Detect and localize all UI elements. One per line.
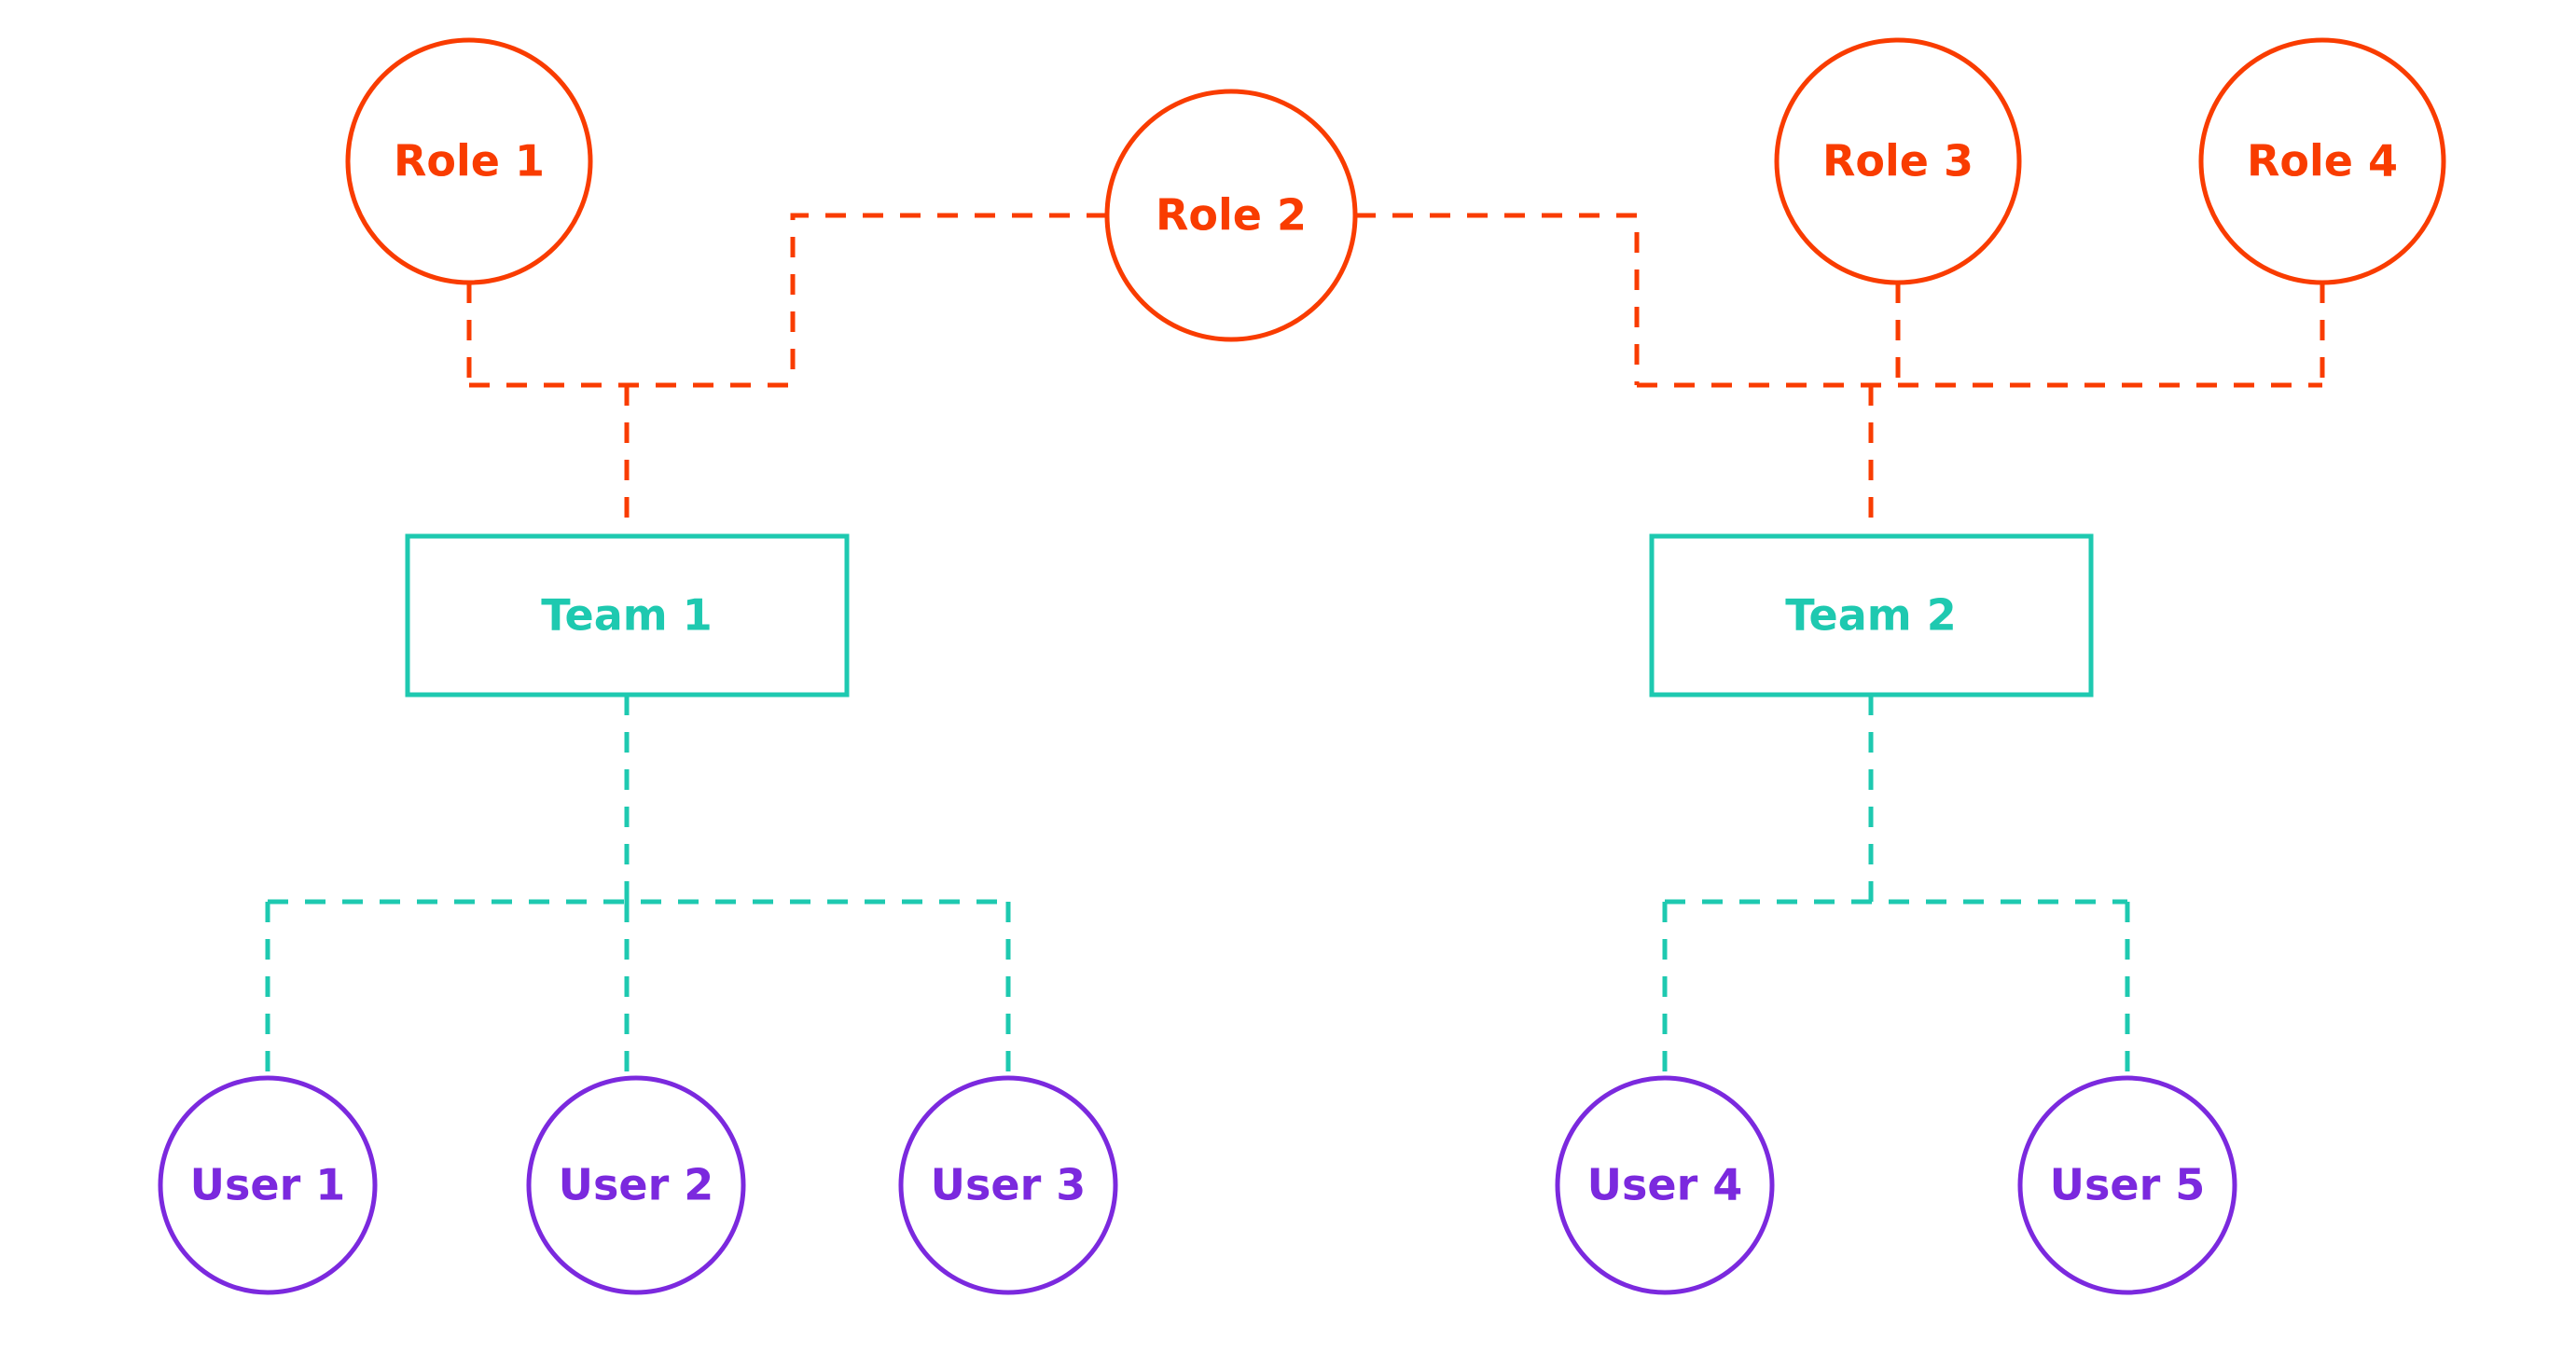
node-role-2[interactable]: Role 2	[1104, 89, 1358, 342]
node-user-5[interactable]: User 5	[2017, 1075, 2237, 1295]
edge-role2-to-left-bus	[790, 213, 1107, 385]
user-4-label: User 4	[1587, 1160, 1743, 1210]
edge-role2-to-right-bus	[1355, 213, 1640, 385]
node-role-1[interactable]: Role 1	[345, 37, 593, 285]
role-3-label: Role 3	[1822, 136, 1974, 187]
user-3-circle[interactable]	[898, 1075, 1118, 1295]
team-2-label: Team 2	[1785, 590, 1956, 641]
role-4-circle[interactable]	[2198, 37, 2446, 285]
role-4-label: Role 4	[2247, 136, 2398, 187]
user-2-circle[interactable]	[526, 1075, 746, 1295]
node-user-3[interactable]: User 3	[898, 1075, 1118, 1295]
node-user-4[interactable]: User 4	[1555, 1075, 1775, 1295]
role-edges-group	[466, 213, 2325, 536]
team-1-rect[interactable]	[405, 533, 850, 698]
node-team-1[interactable]: Team 1	[405, 533, 850, 698]
team-nodes-group: Team 1 Team 2	[405, 533, 2094, 698]
user-nodes-group: User 1 User 2 User 3 User 4 User 5	[158, 1075, 2237, 1295]
team-2-rect[interactable]	[1649, 533, 2094, 698]
team-edges-group	[265, 695, 2130, 1078]
user-4-circle[interactable]	[1555, 1075, 1775, 1295]
user-5-circle[interactable]	[2017, 1075, 2237, 1295]
user-2-label: User 2	[559, 1160, 714, 1210]
user-5-label: User 5	[2050, 1160, 2206, 1210]
role-2-label: Role 2	[1156, 190, 1307, 241]
user-1-circle[interactable]	[158, 1075, 378, 1295]
node-team-2[interactable]: Team 2	[1649, 533, 2094, 698]
role-nodes-group: Role 1 Role 2 Role 3 Role 4	[345, 37, 2446, 342]
role-3-circle[interactable]	[1774, 37, 2022, 285]
team-1-label: Team 1	[541, 590, 712, 641]
node-role-3[interactable]: Role 3	[1774, 37, 2022, 285]
role-1-label: Role 1	[394, 136, 545, 187]
user-3-label: User 3	[931, 1160, 1087, 1210]
node-user-2[interactable]: User 2	[526, 1075, 746, 1295]
node-role-4[interactable]: Role 4	[2198, 37, 2446, 285]
node-user-1[interactable]: User 1	[158, 1075, 378, 1295]
role-2-circle[interactable]	[1104, 89, 1358, 342]
role-1-circle[interactable]	[345, 37, 593, 285]
user-1-label: User 1	[190, 1160, 346, 1210]
